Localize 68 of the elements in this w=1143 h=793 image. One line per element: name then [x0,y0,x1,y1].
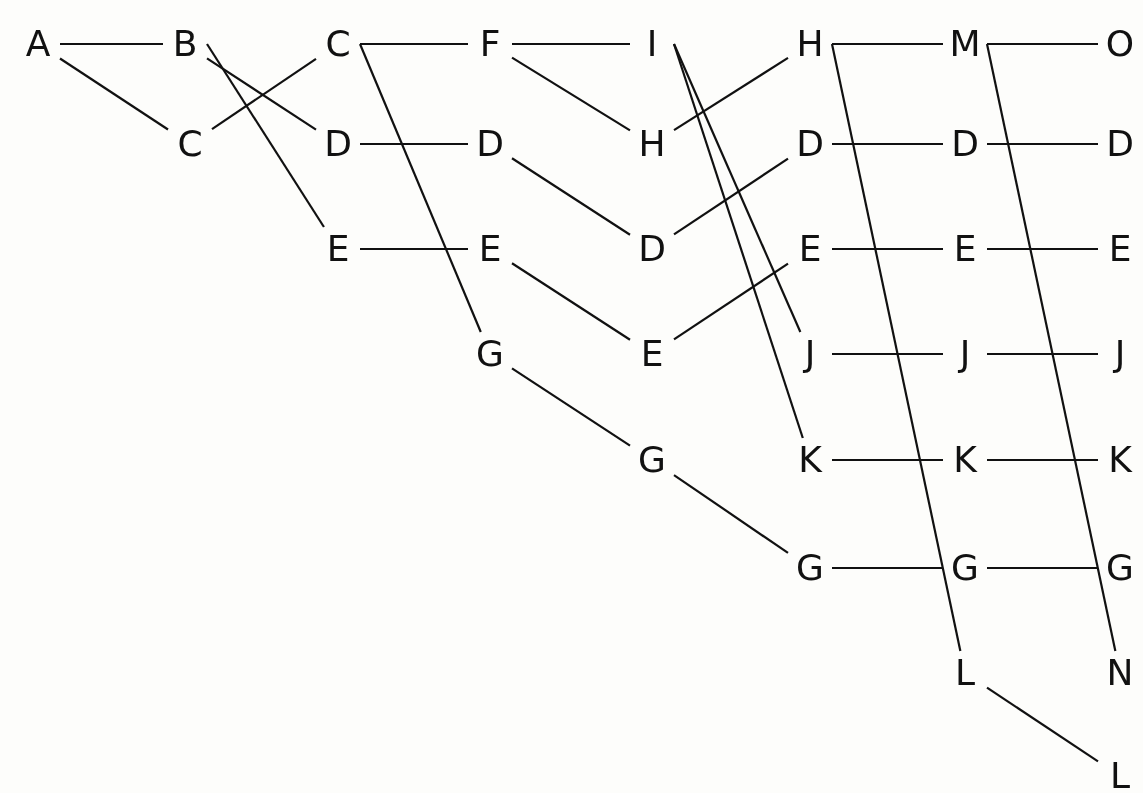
node-letter: G [949,548,981,588]
node-letter: H [636,124,668,164]
connector-line [512,42,630,46]
connector-line [832,566,943,570]
connector-line [511,56,631,132]
node-letter: K [1104,440,1136,480]
connector-line [987,566,1098,570]
node-letter: K [949,440,981,480]
node-letter: A [22,24,54,64]
node-letter: B [169,24,201,64]
node-letter: E [794,229,826,269]
connector-line [206,43,325,228]
connector-line [832,42,943,46]
node-letter: J [949,334,981,374]
connector-line [832,352,943,356]
node-letter: D [794,124,826,164]
connector-line [360,42,468,46]
node-letter: G [1104,548,1136,588]
node-letter: L [1104,756,1136,793]
node-letter: M [949,24,981,64]
connector-line [360,247,468,251]
connector-line [60,42,163,46]
connector-line [672,43,804,439]
node-letter: D [474,124,506,164]
node-letter: O [1104,24,1136,64]
connector-line [360,142,468,146]
node-letter: G [474,334,506,374]
connector-line [673,474,789,554]
connector-line [359,43,482,333]
connector-line [832,247,943,251]
node-letter: D [636,229,668,269]
connector-line [511,157,631,236]
node-letter: G [794,548,826,588]
node-letter: H [794,24,826,64]
connector-line [673,57,789,131]
connector-line [987,458,1098,462]
node-letter: K [794,440,826,480]
node-letter: E [474,229,506,269]
connector-line [673,262,789,341]
connector-line [832,458,943,462]
node-letter: G [636,440,668,480]
node-letter: D [1104,124,1136,164]
node-letter: I [636,24,668,64]
node-letter: E [949,229,981,269]
node-letter: C [322,24,354,64]
node-letter: E [636,334,668,374]
connector-line [985,43,1117,652]
connector-line [830,43,962,652]
connector-line [987,247,1098,251]
connector-line [511,262,631,341]
node-letter: J [1104,334,1136,374]
connector-line [987,352,1098,356]
node-letter: E [1104,229,1136,269]
node-letter: N [1104,653,1136,693]
connector-line [673,157,789,236]
node-letter: F [474,24,506,64]
connector-line [511,367,631,447]
node-letter: L [949,653,981,693]
connector-line [832,142,943,146]
node-letter: D [322,124,354,164]
node-letter: C [174,124,206,164]
connector-line [59,57,169,131]
connector-line [987,42,1098,46]
connector-line [987,142,1098,146]
node-letter: J [794,334,826,374]
node-letter: E [322,229,354,269]
node-letter: D [949,124,981,164]
connector-line [986,686,1099,763]
